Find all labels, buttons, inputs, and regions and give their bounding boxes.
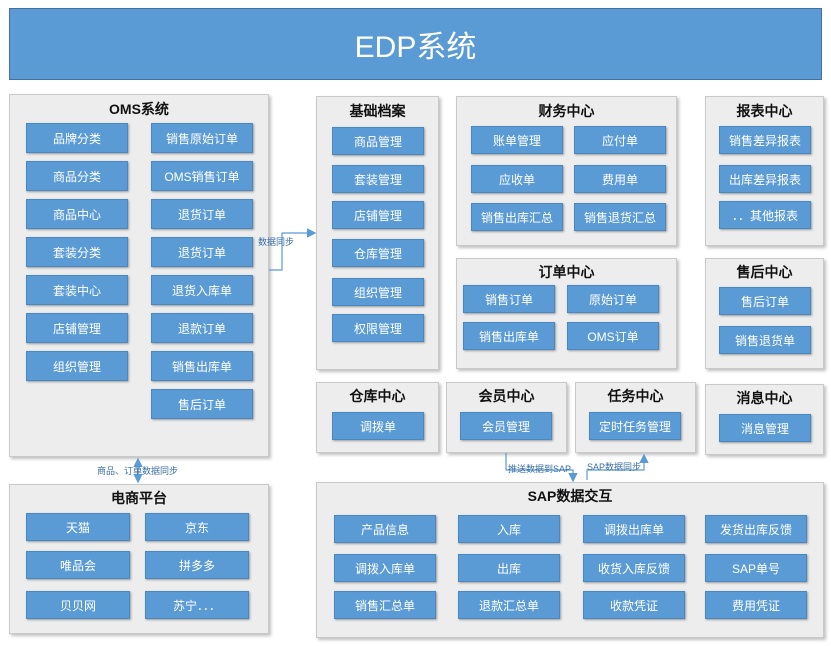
sap-sales-summary-button[interactable]: 销售汇总单: [334, 591, 436, 619]
finance-center-title: 财务中心: [538, 103, 595, 119]
sap-inbound-button[interactable]: 入库: [458, 515, 560, 543]
oms-product-center-button[interactable]: 商品中心: [26, 199, 128, 229]
member-center-panel: 会员中心 会员管理: [446, 382, 567, 453]
sap-exchange-title: SAP数据交互: [527, 488, 613, 504]
report-other-button[interactable]: ．．其他报表: [719, 201, 811, 229]
sap-product-info-button[interactable]: 产品信息: [334, 515, 436, 543]
finance-bill-management-button[interactable]: 账单管理: [471, 126, 563, 154]
platform-vip-button[interactable]: 唯品会: [26, 551, 130, 579]
platform-jd-button[interactable]: 京东: [145, 513, 249, 541]
order-sales-order-button[interactable]: 销售订单: [463, 285, 555, 313]
platform-pinduoduo-button[interactable]: 拼多多: [145, 551, 249, 579]
oms-return-inbound-button[interactable]: 退货入库单: [151, 275, 253, 305]
oms-raw-sales-order-button[interactable]: 销售原始订单: [151, 123, 253, 153]
member-center-title: 会员中心: [478, 388, 535, 404]
ecommerce-platform-panel: 电商平台 天猫 京东 唯品会 拼多多 贝贝网 苏宁．．．: [9, 484, 269, 634]
finance-sales-return-summary-button[interactable]: 销售退货汇总: [574, 203, 666, 231]
aftersales-return-button[interactable]: 销售退货单: [719, 326, 811, 354]
oms-org-management-button[interactable]: 组织管理: [26, 351, 128, 381]
sap-order-number-button[interactable]: SAP单号: [705, 554, 807, 582]
platform-beibei-button[interactable]: 贝贝网: [26, 591, 130, 619]
oms-refund-order-button[interactable]: 退款订单: [151, 313, 253, 343]
oms-panel: OMS系统 品牌分类 商品分类 商品中心 套装分类 套装中心 店铺管理 组织管理…: [9, 94, 269, 457]
order-raw-order-button[interactable]: 原始订单: [567, 285, 659, 313]
message-center-panel: 消息中心 消息管理: [705, 384, 824, 455]
platform-tmall-button[interactable]: 天猫: [26, 513, 130, 541]
finance-payable-button[interactable]: 应付单: [574, 126, 666, 154]
oms-product-category-button[interactable]: 商品分类: [26, 161, 128, 191]
platform-suning-button[interactable]: 苏宁．．．: [145, 591, 249, 619]
sap-receipt-voucher-button[interactable]: 收款凭证: [583, 591, 685, 619]
order-center-title: 订单中心: [538, 264, 595, 280]
warehouse-transfer-button[interactable]: 调拨单: [332, 412, 424, 440]
warehouse-center-panel: 仓库中心 调拨单: [316, 382, 439, 453]
basic-product-management-button[interactable]: 商品管理: [332, 127, 424, 155]
aftersales-order-button[interactable]: 售后订单: [719, 287, 811, 315]
oms-return-order-button[interactable]: 退货订单: [151, 199, 253, 229]
task-scheduled-button[interactable]: 定时任务管理: [589, 412, 681, 440]
push-sap-label: 推送数据到SAP: [508, 464, 572, 474]
basic-archive-panel: 基础档案 商品管理 套装管理 店铺管理 仓库管理 组织管理 权限管理: [316, 96, 439, 370]
sap-exchange-panel: SAP数据交互 产品信息 入库 调拨出库单 发货出库反馈 调拨入库单 出库 收货…: [316, 482, 824, 638]
message-center-title: 消息中心: [736, 390, 793, 406]
finance-center-panel: 财务中心 账单管理 应付单 应收单 费用单 销售出库汇总 销售退货汇总: [456, 96, 677, 246]
oms-sales-order-button[interactable]: OMS销售订单: [151, 161, 253, 191]
sap-sync-label: SAP数据同步: [587, 462, 642, 472]
data-sync-label: 数据同步: [258, 237, 295, 247]
sap-expense-voucher-button[interactable]: 费用凭证: [705, 591, 807, 619]
warehouse-center-title: 仓库中心: [349, 388, 406, 404]
oms-to-basic-arrow: [269, 228, 317, 271]
task-center-title: 任务中心: [607, 388, 664, 404]
sap-to-task-arrow: [586, 453, 649, 480]
order-center-panel: 订单中心 销售订单 原始订单 销售出库单 OMS订单: [456, 258, 677, 369]
oms-sales-outbound-button[interactable]: 销售出库单: [151, 351, 253, 381]
oms-store-management-button[interactable]: 店铺管理: [26, 313, 128, 343]
oms-brand-category-button[interactable]: 品牌分类: [26, 123, 128, 153]
aftersales-center-title: 售后中心: [736, 264, 793, 280]
oms-bundle-center-button[interactable]: 套装中心: [26, 275, 128, 305]
oms-title: OMS系统: [109, 101, 169, 117]
sap-outbound-button[interactable]: 出库: [458, 554, 560, 582]
report-outbound-diff-button[interactable]: 出库差异报表: [719, 165, 811, 193]
sap-transfer-outbound-button[interactable]: 调拨出库单: [583, 515, 685, 543]
basic-org-management-button[interactable]: 组织管理: [332, 278, 424, 306]
basic-store-management-button[interactable]: 店铺管理: [332, 201, 424, 229]
basic-archive-title: 基础档案: [349, 103, 406, 119]
order-oms-order-button[interactable]: OMS订单: [567, 322, 659, 350]
ecommerce-platform-title: 电商平台: [111, 490, 167, 506]
finance-receivable-button[interactable]: 应收单: [471, 165, 563, 193]
sap-transfer-inbound-button[interactable]: 调拨入库单: [334, 554, 436, 582]
oms-aftersales-order-button[interactable]: 售后订单: [151, 389, 253, 419]
report-center-panel: 报表中心 销售差异报表 出库差异报表 ．．其他报表: [705, 96, 824, 246]
finance-sales-outbound-summary-button[interactable]: 销售出库汇总: [471, 203, 563, 231]
oms-return-order-button-2[interactable]: 退货订单: [151, 237, 253, 267]
oms-bundle-category-button[interactable]: 套装分类: [26, 237, 128, 267]
sap-receiving-feedback-button[interactable]: 收货入库反馈: [583, 554, 685, 582]
aftersales-center-panel: 售后中心 售后订单 销售退货单: [705, 258, 824, 369]
basic-warehouse-management-button[interactable]: 仓库管理: [332, 239, 424, 267]
basic-bundle-management-button[interactable]: 套装管理: [332, 165, 424, 193]
member-management-button[interactable]: 会员管理: [460, 412, 552, 440]
report-sales-diff-button[interactable]: 销售差异报表: [719, 126, 811, 154]
basic-permission-management-button[interactable]: 权限管理: [332, 314, 424, 342]
message-management-button[interactable]: 消息管理: [719, 414, 811, 442]
sap-refund-summary-button[interactable]: 退款汇总单: [458, 591, 560, 619]
system-title: EDP系统: [9, 8, 822, 80]
sap-shipping-feedback-button[interactable]: 发货出库反馈: [705, 515, 807, 543]
order-sales-outbound-button[interactable]: 销售出库单: [463, 322, 555, 350]
report-center-title: 报表中心: [736, 103, 793, 119]
platform-sync-label: 商品、订单数据同步: [97, 466, 179, 476]
member-to-sap-arrow: [505, 453, 578, 483]
task-center-panel: 任务中心 定时任务管理: [575, 382, 696, 453]
finance-expense-button[interactable]: 费用单: [574, 165, 666, 193]
